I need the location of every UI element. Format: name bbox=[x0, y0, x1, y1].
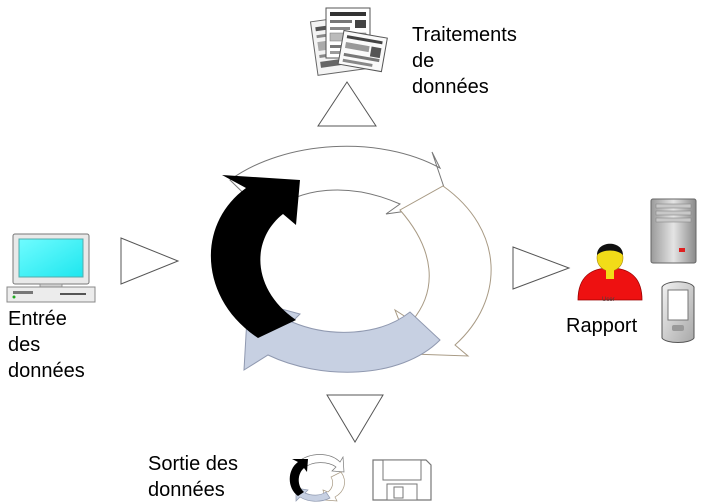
user-caption: User bbox=[602, 297, 615, 303]
user-icon: User bbox=[577, 243, 643, 303]
documents-icon bbox=[309, 7, 388, 76]
output-label: Sortie des données bbox=[148, 453, 239, 501]
floppy-disk-icon bbox=[372, 459, 432, 501]
pda-icon bbox=[661, 281, 695, 343]
cycle-arrow-left bbox=[210, 175, 300, 338]
arrow-right-triangle-report bbox=[512, 246, 571, 290]
arrow-up-triangle bbox=[317, 81, 377, 127]
process-cycle bbox=[210, 145, 492, 373]
cycle-icon bbox=[289, 454, 345, 502]
input-label: Entrée des données bbox=[8, 308, 85, 382]
server-icon bbox=[650, 198, 697, 264]
report-label: Rapport bbox=[566, 315, 638, 337]
arrow-down-triangle bbox=[326, 394, 384, 443]
cycle-arrow-right bbox=[393, 185, 492, 357]
processing-label: Traitements de données bbox=[412, 24, 517, 98]
computer-icon bbox=[6, 233, 96, 303]
arrow-right-triangle-input bbox=[120, 237, 180, 285]
